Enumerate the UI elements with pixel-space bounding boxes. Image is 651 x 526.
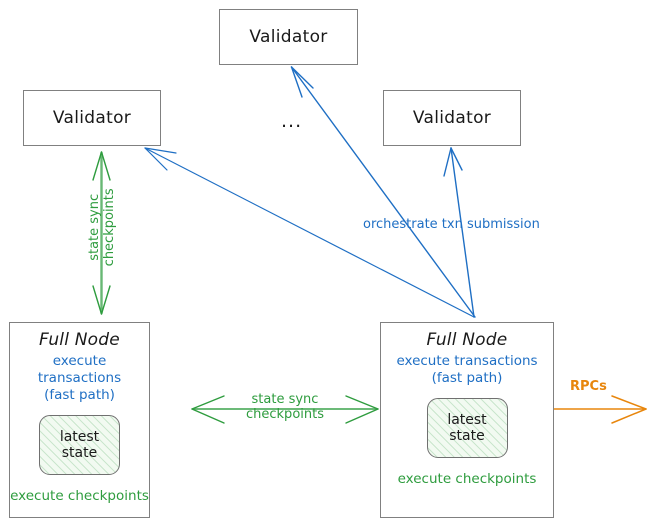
fullnode-right-exec: execute transactions (fast path) bbox=[396, 353, 537, 387]
state-sync-horizontal-label: state sync checkpoints bbox=[225, 392, 345, 423]
fullnode-left-title: Full Node bbox=[39, 330, 120, 350]
fullnode-right-title: Full Node bbox=[426, 330, 508, 350]
validator-left-box[interactable]: Validator bbox=[23, 90, 161, 146]
state-sync-horizontal-line2: checkpoints bbox=[246, 407, 324, 423]
fullnode-right-checkpoints-label: execute checkpoints bbox=[397, 470, 537, 487]
edge-rpcs bbox=[553, 395, 647, 424]
fullnode-left-checkpoints-label: execute checkpoints bbox=[10, 487, 149, 504]
validator-top-label: Validator bbox=[249, 27, 328, 47]
fullnode-right-latest-state-chip[interactable]: latest state bbox=[426, 397, 508, 458]
validator-top-box[interactable]: Validator bbox=[219, 9, 358, 65]
fullnode-left-exec: execute transactions (fast path) bbox=[10, 353, 149, 404]
fullnode-right-exec-line1: execute transactions bbox=[396, 353, 538, 369]
edge-fullnode-right-to-validator-left bbox=[144, 147, 475, 318]
state-sync-vertical-label: state sync checkpoints bbox=[87, 161, 118, 294]
fullnode-left-state-line1: latest bbox=[59, 428, 100, 445]
fullnode-left-state-line2: state bbox=[61, 444, 98, 461]
fullnode-right-exec-line2: (fast path) bbox=[431, 369, 503, 386]
validator-left-label: Validator bbox=[52, 108, 132, 128]
orchestrate-txn-submission-label: orchestrate txn submission bbox=[363, 217, 540, 232]
fullnode-left-box[interactable]: Full Node execute transactions (fast pat… bbox=[9, 322, 150, 518]
fullnode-right-state-line2: state bbox=[449, 427, 485, 444]
state-sync-vertical-line2: checkpoints bbox=[102, 188, 118, 267]
fullnode-right-state-line1: latest bbox=[447, 411, 487, 428]
fullnode-right-box[interactable]: Full Node execute transactions (fast pat… bbox=[380, 322, 554, 518]
ellipsis-more-validators: ... bbox=[281, 110, 303, 132]
fullnode-left-exec-line1: execute transactions bbox=[37, 353, 122, 386]
fullnode-left-latest-state-chip[interactable]: latest state bbox=[39, 414, 120, 475]
state-sync-horizontal-line1: state sync bbox=[251, 392, 319, 407]
fullnode-left-exec-line2: (fast path) bbox=[44, 386, 115, 403]
edge-fullnode-right-to-validator-right bbox=[443, 147, 475, 318]
state-sync-vertical-line1: state sync bbox=[87, 193, 103, 261]
validator-right-label: Validator bbox=[412, 108, 492, 128]
rpcs-label: RPCs bbox=[570, 379, 607, 394]
validator-right-box[interactable]: Validator bbox=[383, 90, 521, 146]
